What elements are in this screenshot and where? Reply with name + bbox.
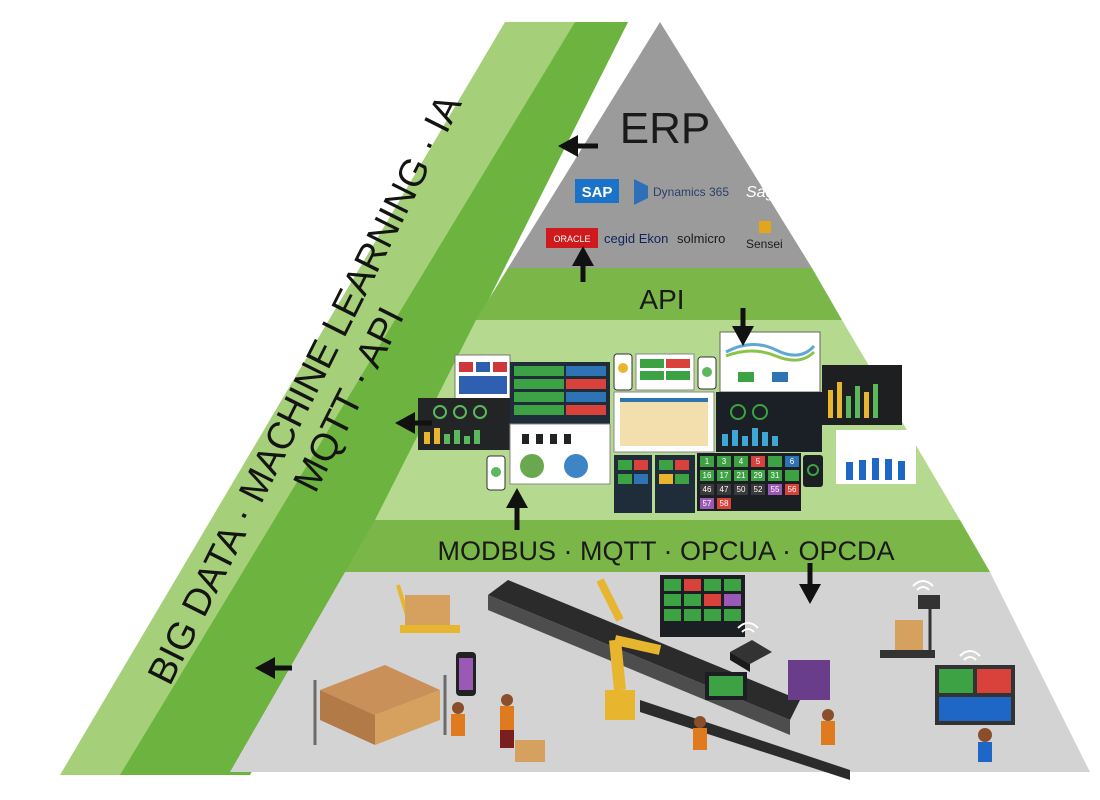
dashboard-screen xyxy=(719,331,821,393)
oracle-logo-box xyxy=(546,228,598,248)
logo-sage: Sage xyxy=(746,184,783,201)
arrow-left-icon xyxy=(395,412,432,434)
dashboard-screen xyxy=(614,455,652,513)
arrow-down-icon xyxy=(732,308,754,346)
tile-number: 31 xyxy=(771,471,780,480)
tile-number: 4 xyxy=(739,457,744,466)
arrow-down-icon xyxy=(799,563,821,604)
erp-layer xyxy=(508,22,812,268)
arrow-left-icon xyxy=(255,657,292,679)
dashboard-screen xyxy=(613,391,715,453)
scale-icon xyxy=(880,595,940,658)
erp-content: ERP SAP Dynamics 365 Sage ORACLE cegid E… xyxy=(546,104,783,251)
tile-number: 29 xyxy=(754,471,763,480)
wifi-icon xyxy=(959,650,981,661)
api-label: API xyxy=(639,284,684,315)
worker-icon xyxy=(693,716,707,750)
wifi-icon xyxy=(737,622,759,633)
dashboard-screen xyxy=(418,398,510,450)
dashboard-screen xyxy=(655,455,695,513)
arrow-left-icon xyxy=(558,135,598,157)
logo-solmicro: solmicro xyxy=(677,231,725,246)
tile-number: 17 xyxy=(720,471,729,480)
logo-cegid: cegid Ekon xyxy=(604,231,668,246)
worker-icon xyxy=(451,702,465,736)
dashboard-collage: 1 3 4 5 6 16 17 21 29 31 46 47 50 52 55 … xyxy=(418,331,916,513)
protocol-layer xyxy=(345,520,990,572)
dashboard-screen xyxy=(836,430,916,484)
tile-number: 21 xyxy=(737,471,746,480)
warehouse-rack-icon xyxy=(313,665,447,745)
logo-sap: SAP xyxy=(582,184,613,201)
control-room-icon xyxy=(935,665,1015,762)
tile-number: 50 xyxy=(737,485,746,494)
flow-arrows xyxy=(255,135,821,679)
worker-icon xyxy=(821,709,835,745)
display-panel-icon xyxy=(788,660,830,700)
tile-number: 57 xyxy=(703,499,712,508)
tablet-icon xyxy=(456,652,476,696)
tile-number: 1 xyxy=(705,457,710,466)
dashboard-screen xyxy=(509,423,611,485)
tile-number: 56 xyxy=(788,485,797,494)
tile-number: 3 xyxy=(722,457,727,466)
gateway-icon xyxy=(730,640,772,672)
tile-number: 47 xyxy=(720,485,729,494)
number-tile-board: 1 3 4 5 6 16 17 21 29 31 46 47 50 52 55 … xyxy=(697,453,801,511)
worker-icon xyxy=(500,694,514,748)
tile-number: 16 xyxy=(703,471,712,480)
protocol-label: MODBUS · MQTT · OPCUA · OPCDA xyxy=(437,536,894,566)
sensei-icon xyxy=(759,221,771,233)
arrow-up-icon xyxy=(506,488,528,530)
dashboard-screen xyxy=(635,353,695,391)
pallet-truck-icon xyxy=(396,584,460,633)
box-icon xyxy=(515,740,545,762)
api-layer xyxy=(476,268,842,320)
logo-sensei: Sensei xyxy=(746,237,783,251)
dashboard-screen xyxy=(803,455,823,487)
tile-number: 46 xyxy=(703,485,712,494)
tile-number: 5 xyxy=(756,457,761,466)
logo-oracle: ORACLE xyxy=(553,234,590,244)
dynamics-icon xyxy=(634,179,648,205)
dashboard-screen xyxy=(822,365,902,425)
tile-number: 55 xyxy=(771,485,780,494)
robot-arm-icon xyxy=(596,578,662,720)
tile-number: 6 xyxy=(790,457,795,466)
erp-title: ERP xyxy=(620,104,710,153)
status-board-icon xyxy=(660,575,745,637)
dashboard-screen xyxy=(613,353,633,391)
dashboard-screen xyxy=(716,392,822,452)
sap-logo-box xyxy=(575,179,619,203)
factory-scene xyxy=(313,575,1015,780)
arrow-up-icon xyxy=(572,246,594,282)
logo-dynamics: Dynamics 365 xyxy=(653,185,729,199)
tile-number: 58 xyxy=(720,499,729,508)
dashboard-screen xyxy=(510,362,610,424)
dashboard-screen xyxy=(697,356,717,390)
display-panel-icon xyxy=(705,672,747,700)
tile-number: 52 xyxy=(754,485,763,494)
dashboard-screen xyxy=(486,455,506,491)
dashboard-screen xyxy=(454,354,511,401)
wifi-icon xyxy=(912,580,934,591)
